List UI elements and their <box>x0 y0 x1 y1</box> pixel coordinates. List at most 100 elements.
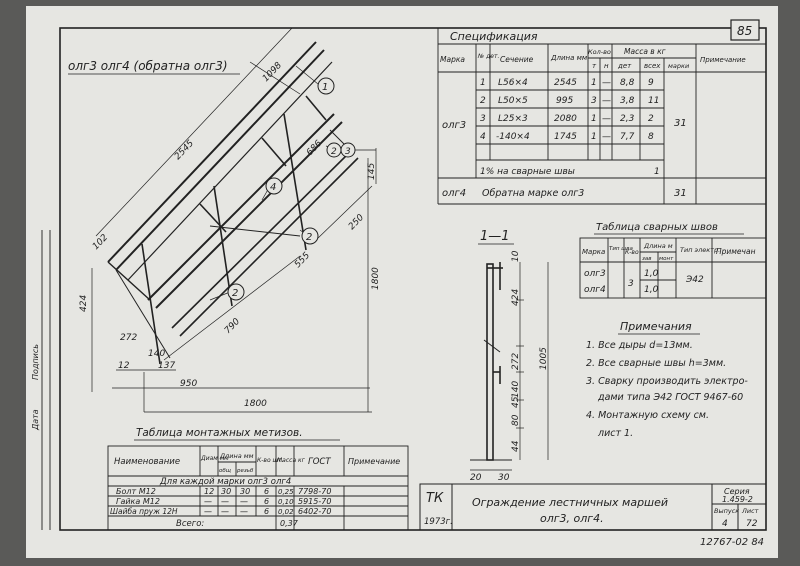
stamp-org: ТК <box>426 491 444 506</box>
weld-electrode: Э42 <box>685 275 704 285</box>
sheet-frame <box>59 27 767 531</box>
bolts-for-each: Для каждой марки олг3 олг4 <box>159 477 291 487</box>
mark-label: 2 <box>306 232 312 243</box>
spec-weld-note: 1% на сварные швы <box>480 167 575 177</box>
bolts-h-gost: ГОСТ <box>308 457 331 467</box>
section-strip <box>486 263 494 461</box>
mark-label: 1 <box>322 82 328 93</box>
mark-circle <box>340 142 356 158</box>
sec-dim-45-140: 140 <box>511 381 521 398</box>
weld-len-2: 1,0 <box>644 285 659 295</box>
weld-h-zav: зав <box>642 256 652 262</box>
spec-r1-h: — <box>602 78 611 88</box>
spec-r2-sech: L50×5 <box>498 96 528 106</box>
spec-weld-val: 1 <box>654 167 660 177</box>
dim-424: 424 <box>79 295 89 312</box>
note-item-3: 3. Сварку производить электро- <box>586 376 748 387</box>
bolts-h-rez: резьб <box>236 468 254 474</box>
spec-h-marka: Марка <box>440 55 465 64</box>
spec-r3-sech: L25×3 <box>498 114 528 124</box>
weld-header: Марка Тип шва К-во Длина м зав монт Тип … <box>582 242 756 262</box>
bolts-table-grid <box>107 445 409 531</box>
bolt-r3-gost: 6402-70 <box>298 507 331 516</box>
drawing-canvas: Дата Подпись 85 олг3 олг4 (обратна олг3) <box>31 19 767 548</box>
grid-line <box>419 483 767 531</box>
stamp-issue: 4 <box>722 519 728 529</box>
dim-1800h: 1800 <box>244 399 267 409</box>
spec-rows: 1 L56×4 2545 1 — 8,8 9 2 L50×5 995 3 — 3… <box>480 78 659 142</box>
margin-text-sign: Подпись <box>31 344 40 380</box>
stamp-grid <box>419 483 767 531</box>
bolt-r1-d: 12 <box>204 487 214 496</box>
spec-h-dlina: Длина мм <box>550 54 588 62</box>
bolt-r1-m: 0,25 <box>278 488 294 496</box>
page-number: 85 <box>737 24 752 38</box>
dim-2545: 2545 <box>173 138 196 162</box>
notes-title: Примечания <box>620 320 692 333</box>
spec-r2-len: 995 <box>556 96 573 106</box>
weld-h-tip: Тип шва <box>609 246 634 252</box>
drawing-sheet: Дата Подпись 85 олг3 олг4 (обратна олг3) <box>26 6 778 558</box>
spec-h-t: т <box>592 62 597 70</box>
spec-mark-1: олг3 <box>442 120 466 131</box>
spec-mark-2: олг4 <box>442 188 466 199</box>
bolts-h-kolvo: К-во шт. <box>257 457 284 464</box>
bolts-title: Таблица монтажных метизов. <box>136 427 303 439</box>
grid-line <box>579 237 767 299</box>
bolt-r1-name: Болт М12 <box>116 487 156 496</box>
dim-line <box>249 61 301 95</box>
spec-h-vsek: всех <box>644 62 661 70</box>
post-line <box>213 185 233 307</box>
spec-r4-h: — <box>602 132 611 142</box>
mark-label: 3 <box>345 147 351 157</box>
mark-circles: 1 4 2 2 2 3 <box>227 77 356 301</box>
dim-137: 137 <box>158 361 175 371</box>
dim-102: 102 <box>91 233 110 253</box>
section-dimension-labels: 10 424 1005 272 140 45 80 44 20 30 <box>470 250 549 483</box>
weld-title: Таблица сварных швов <box>596 221 718 233</box>
bolts-h-massa: Масса кг <box>277 457 306 464</box>
bolt-r2-d: — <box>204 497 212 506</box>
spec-r1-det: 8,8 <box>620 78 635 88</box>
weld-h-elektr: Тип электр. <box>680 246 720 254</box>
spec-mark-2-text: Обратна марке олг3 <box>482 188 584 199</box>
bolts-h-obsh: общ <box>219 468 231 474</box>
spec-r2-det: 3,8 <box>620 96 635 106</box>
mark-label: 4 <box>270 182 276 193</box>
bolts-total: 0,37 <box>280 519 299 528</box>
spec-r1-n: 1 <box>480 78 486 88</box>
weld-len-1: 1,0 <box>644 269 659 279</box>
spec-r3-t: 1 <box>591 114 597 124</box>
bolt-r2-l: — <box>221 497 229 506</box>
stamp-sheet: 72 <box>746 519 758 529</box>
bolts-h-diam: Диам мм <box>200 455 229 462</box>
bolt-r2-name: Гайка М12 <box>116 497 160 506</box>
bolt-r3-name: Шайба пруж 12Н <box>110 507 178 516</box>
bolt-r2-k: 6 <box>264 497 269 506</box>
spec-mass-2: 31 <box>674 188 687 199</box>
spec-r2-h: — <box>602 96 611 106</box>
bolts-rows: Болт М12 12 30 30 6 0,25 7798-70 Гайка М… <box>110 487 331 516</box>
page-number-box <box>730 19 760 41</box>
strip-line <box>155 121 343 309</box>
view-title: олг3 олг4 (обратна олг3) <box>68 59 228 73</box>
bolt-r1-l: 30 <box>221 487 231 496</box>
spec-r3-n: 3 <box>480 114 486 124</box>
connector-line <box>261 137 287 167</box>
sec-dim-424: 424 <box>511 289 521 306</box>
bolt-r1-r: 30 <box>240 487 250 496</box>
spec-r3-det: 2,3 <box>620 114 635 124</box>
stamp-series: 1.459-2 <box>722 495 753 504</box>
handrail-line <box>127 61 333 281</box>
bolt-r2-m: 0,10 <box>278 498 294 506</box>
spec-mass-1: 31 <box>674 118 687 129</box>
weld-h-prim: Примечан <box>716 247 756 256</box>
spec-r1-t: 1 <box>591 78 597 88</box>
note-item-4: 4. Монтажную схему см. <box>586 410 709 421</box>
spec-r4-n: 4 <box>480 132 486 142</box>
sec-dim-20: 20 <box>470 473 482 483</box>
spec-title: Спецификация <box>450 30 538 43</box>
section-drawing <box>470 262 549 471</box>
railing-drawing <box>91 27 377 413</box>
handrail-line <box>107 41 317 263</box>
